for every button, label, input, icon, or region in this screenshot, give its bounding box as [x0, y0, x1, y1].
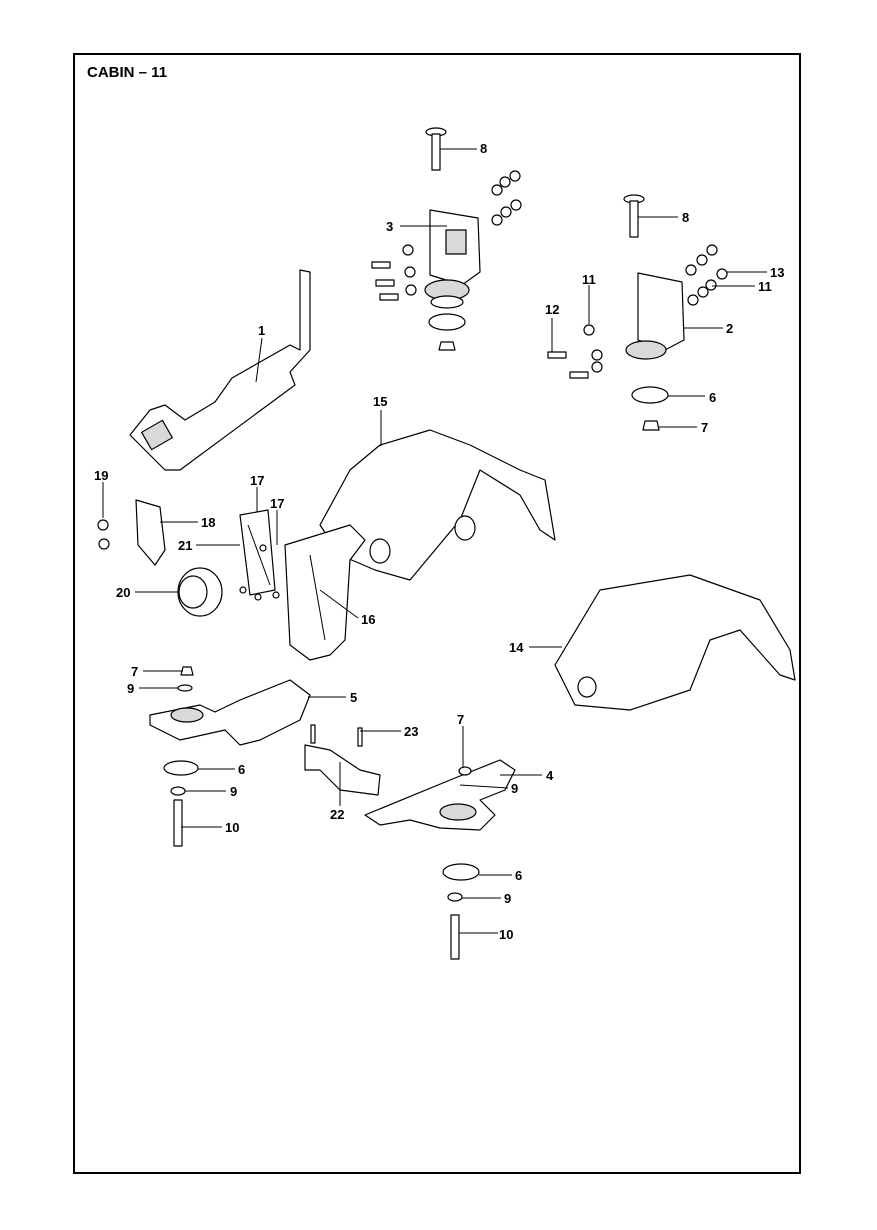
callout-12: 12 [545, 302, 559, 317]
callout-19: 19 [94, 468, 108, 483]
callout-21: 21 [178, 538, 192, 553]
part-4-support-arm [364, 759, 516, 960]
callout-2: 2 [726, 321, 733, 336]
part-22-bracket [304, 724, 381, 796]
part-2-mount-bracket [547, 244, 728, 431]
callout-18: 18 [201, 515, 215, 530]
callout-6: 6 [709, 390, 716, 405]
leader-lines [102, 148, 767, 934]
callout-5: 5 [350, 690, 357, 705]
callout-8: 8 [682, 210, 689, 225]
callout-8: 8 [480, 141, 487, 156]
part-18-plate [135, 499, 166, 566]
part-5-support-arm [149, 666, 311, 847]
callout-9: 9 [511, 781, 518, 796]
callout-20: 20 [116, 585, 130, 600]
callout-11: 11 [758, 279, 772, 294]
callout-11: 11 [582, 272, 596, 287]
callout-23: 23 [404, 724, 418, 739]
callout-16: 16 [361, 612, 375, 627]
page-title: CABIN – 11 [87, 64, 168, 81]
callout-labels: 8 3 8 13 11 11 12 2 1 6 7 15 19 17 17 18… [94, 141, 784, 942]
callout-7: 7 [701, 420, 708, 435]
callout-6: 6 [238, 762, 245, 777]
callout-4: 4 [546, 768, 554, 783]
callout-9: 9 [504, 891, 511, 906]
part-16-cabin-bracket [284, 524, 366, 661]
callout-9: 9 [127, 681, 134, 696]
callout-7: 7 [131, 664, 138, 679]
callout-6: 6 [515, 868, 522, 883]
callout-10: 10 [225, 820, 239, 835]
callout-13: 13 [770, 265, 784, 280]
callout-1: 1 [258, 323, 265, 338]
diagram-frame [73, 53, 801, 1174]
part-15-rear-fender [319, 429, 556, 581]
callout-17: 17 [250, 473, 264, 488]
callout-17: 17 [270, 496, 284, 511]
callout-15: 15 [373, 394, 387, 409]
part-19-nuts [97, 519, 110, 550]
part-20-rubber-ring [177, 567, 223, 617]
part-8-bolt-right [623, 194, 645, 238]
part-8-bolt-top [425, 127, 447, 171]
part-21-bracket [239, 509, 280, 601]
callout-14: 14 [509, 640, 524, 655]
callout-3: 3 [386, 219, 393, 234]
part-1-side-panel [129, 269, 311, 471]
callout-9: 9 [230, 784, 237, 799]
callout-7: 7 [457, 712, 464, 727]
callout-22: 22 [330, 807, 344, 822]
part-14-front-fender [554, 574, 796, 711]
part-3-mount-bracket [371, 170, 522, 351]
callout-10: 10 [499, 927, 513, 942]
